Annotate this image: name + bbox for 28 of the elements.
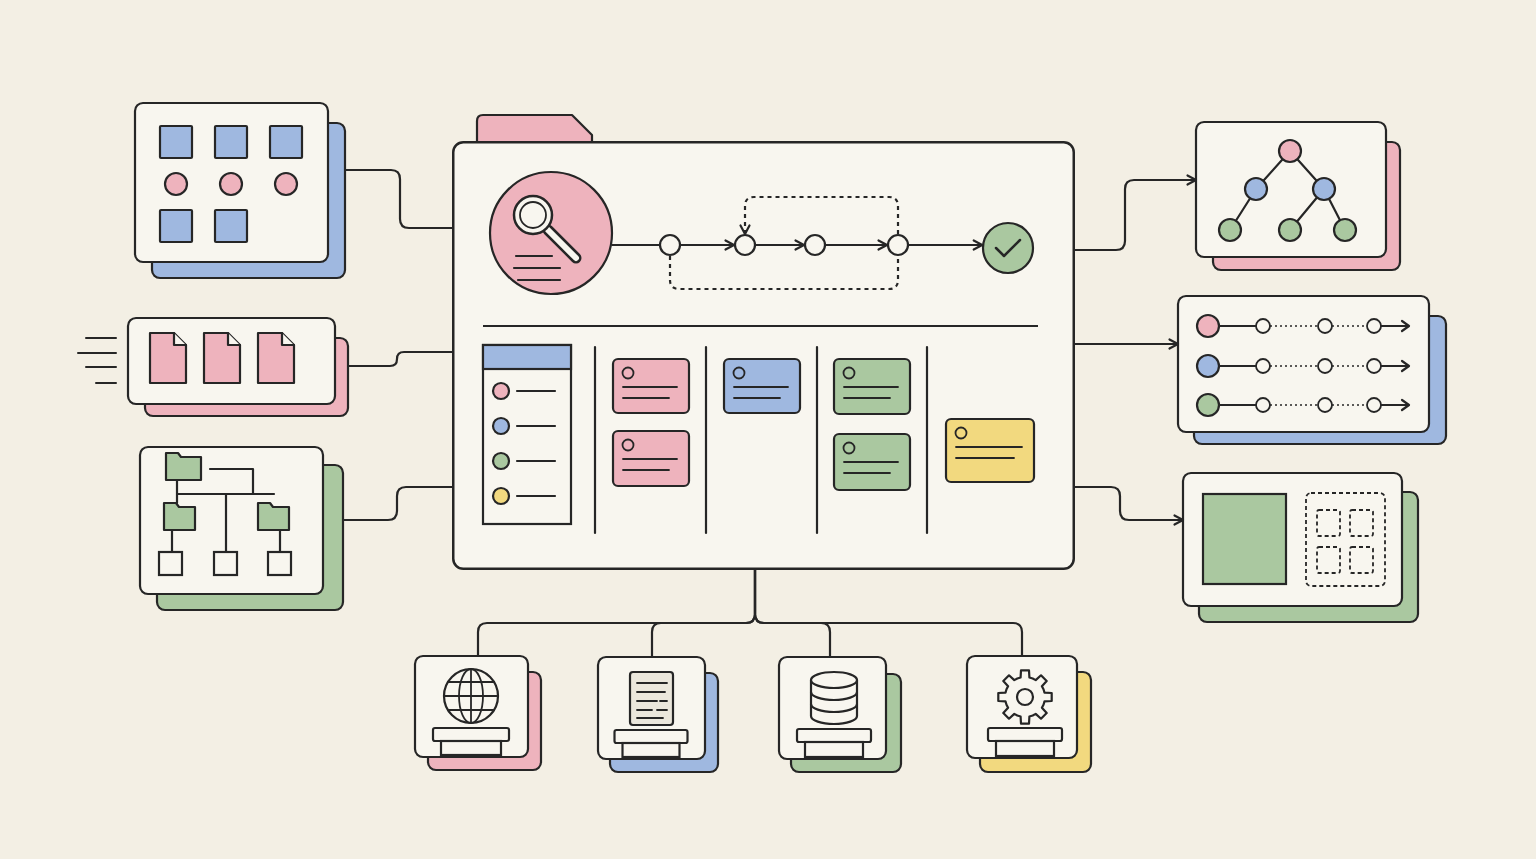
arrow bbox=[756, 239, 806, 251]
database-card bbox=[777, 655, 903, 774]
document-stack-card bbox=[126, 316, 350, 418]
connector-line bbox=[348, 350, 452, 368]
step-circle-icon bbox=[732, 232, 758, 258]
arrow bbox=[681, 239, 736, 251]
connector-line bbox=[611, 243, 659, 247]
checkmark-circle-icon bbox=[980, 220, 1036, 276]
dashed-connector-line bbox=[668, 256, 900, 291]
gear-card bbox=[965, 654, 1093, 774]
step-circle-icon bbox=[802, 232, 828, 258]
shape-grid-card bbox=[133, 101, 347, 280]
arrow bbox=[909, 239, 984, 251]
magnifier-icon bbox=[487, 169, 615, 297]
arrow bbox=[826, 239, 889, 251]
document-card bbox=[596, 655, 720, 774]
arrow bbox=[1075, 338, 1180, 350]
connector-line bbox=[343, 485, 452, 522]
arrow bbox=[1075, 174, 1198, 252]
step-circle-icon bbox=[885, 232, 911, 258]
connector-line bbox=[753, 570, 1024, 656]
app-window-panel bbox=[452, 113, 1075, 570]
layout-card bbox=[1181, 471, 1420, 624]
connector-line bbox=[345, 168, 452, 230]
globe-card bbox=[413, 654, 543, 772]
step-circle-icon bbox=[657, 232, 683, 258]
arrow bbox=[1075, 485, 1185, 526]
dashed-arrow bbox=[739, 195, 900, 236]
